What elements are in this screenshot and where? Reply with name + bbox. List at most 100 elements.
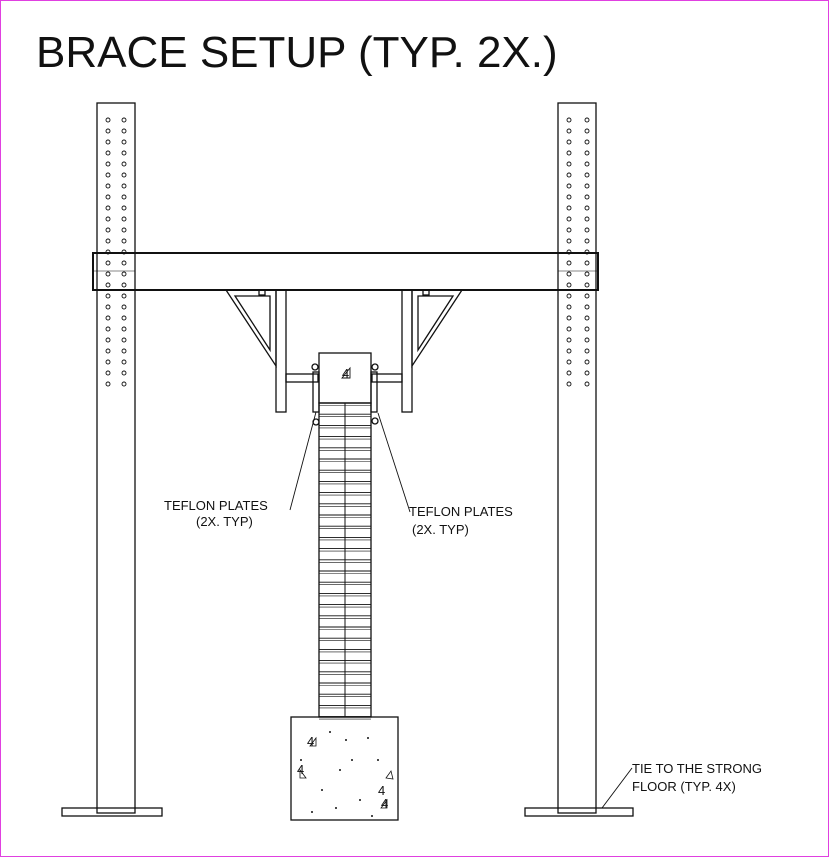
footing-symbol-b: 4: [297, 762, 304, 777]
bolt-hole: [105, 227, 111, 233]
bolt-hole: [121, 260, 127, 266]
bolt-hole: [584, 381, 590, 387]
bolt-hole: [121, 227, 127, 233]
bolt-hole: [566, 348, 572, 354]
bolt-hole: [584, 282, 590, 288]
bolt-hole: [566, 260, 572, 266]
bolt-hole: [105, 282, 111, 288]
bolt-hole: [121, 304, 127, 310]
bolt-hole: [105, 238, 111, 244]
bolt-hole: [121, 139, 127, 145]
leader-lines: [289, 411, 633, 809]
masonry-courses: [319, 402, 371, 720]
bolt-hole: [121, 216, 127, 222]
bolt-hole: [105, 161, 111, 167]
bolt-hole: [584, 117, 590, 123]
bolt-hole: [105, 150, 111, 156]
bolt-hole: [566, 304, 572, 310]
bolt-hole: [566, 359, 572, 365]
masonry-column: [318, 402, 372, 720]
concrete-speckle: [359, 799, 361, 801]
bolt-hole: [566, 337, 572, 343]
bolt-hole: [566, 227, 572, 233]
concrete-speckle: [351, 759, 353, 761]
bolt-hole: [121, 183, 127, 189]
bolt-hole: [121, 128, 127, 134]
bolt-hole: [566, 238, 572, 244]
tie-label: TIE TO THE STRONG: [632, 761, 762, 776]
bolt-hole: [584, 326, 590, 332]
left-bracket: [224, 289, 319, 413]
bolt-hole: [566, 271, 572, 277]
concrete-footing: [290, 716, 399, 821]
bolt-hole: [566, 150, 572, 156]
right-column: [524, 102, 634, 817]
teflon-left-sublabel: (2X. TYP): [196, 514, 253, 529]
bolt-hole: [121, 238, 127, 244]
bolt-hole: [584, 150, 590, 156]
bolt-hole: [584, 227, 590, 233]
concrete-speckle: [311, 811, 313, 813]
horizontal-beam: [92, 252, 599, 291]
bolt-hole: [584, 183, 590, 189]
footing-symbol-a: 4: [307, 734, 314, 749]
bolt-hole: [584, 370, 590, 376]
bolt-hole: [566, 293, 572, 299]
footing-symbol-c: 4: [378, 783, 385, 798]
bolt-hole: [105, 381, 111, 387]
bolt-hole: [121, 194, 127, 200]
bolt-hole: [584, 161, 590, 167]
bolt-hole: [121, 293, 127, 299]
bolt-hole: [121, 282, 127, 288]
bolt-hole: [105, 183, 111, 189]
bolt-hole: [584, 293, 590, 299]
bolt-hole: [105, 370, 111, 376]
bolt-hole: [105, 271, 111, 277]
teflon-left-label: TEFLON PLATES: [164, 498, 268, 513]
bolt-hole: [584, 337, 590, 343]
bolt-hole: [584, 260, 590, 266]
bolt-hole: [584, 238, 590, 244]
bolt-hole: [105, 117, 111, 123]
bolt-hole: [566, 183, 572, 189]
concrete-speckle: [339, 769, 341, 771]
bolt-hole: [584, 194, 590, 200]
bolt-hole: [121, 172, 127, 178]
bolt-hole: [105, 139, 111, 145]
bolt-hole: [121, 348, 127, 354]
concrete-speckle: [300, 759, 302, 761]
bolt-hole: [566, 381, 572, 387]
bolt-hole: [105, 315, 111, 321]
bolt-hole: [105, 326, 111, 332]
right-bracket: [371, 289, 464, 413]
bolt-hole: [584, 128, 590, 134]
bolt-hole: [121, 337, 127, 343]
concrete-speckle: [329, 731, 331, 733]
bolt-hole: [121, 271, 127, 277]
bolt-hole: [584, 205, 590, 211]
bolt-hole: [566, 117, 572, 123]
bolt-hole: [566, 139, 572, 145]
bolt-hole: [566, 370, 572, 376]
teflon-right-label: TEFLON PLATES: [409, 504, 513, 519]
bolt-hole: [584, 172, 590, 178]
bolt-hole: [584, 216, 590, 222]
bolt-hole: [121, 370, 127, 376]
bolt-hole: [105, 194, 111, 200]
concrete-speckle: [335, 807, 337, 809]
bolt-hole: [584, 304, 590, 310]
bolt-hole: [121, 161, 127, 167]
bolt-hole: [566, 194, 572, 200]
bolt-hole: [105, 293, 111, 299]
bolt-hole: [105, 128, 111, 134]
concrete-speckle: [345, 739, 347, 741]
bolt-hole: [105, 337, 111, 343]
concrete-speckle: [371, 815, 373, 817]
bolt-hole: [121, 326, 127, 332]
bolt-hole: [105, 205, 111, 211]
bolt-hole: [121, 117, 127, 123]
bolt-hole: [584, 315, 590, 321]
bolt-hole: [105, 348, 111, 354]
block-symbol-upper: 4: [342, 366, 349, 381]
